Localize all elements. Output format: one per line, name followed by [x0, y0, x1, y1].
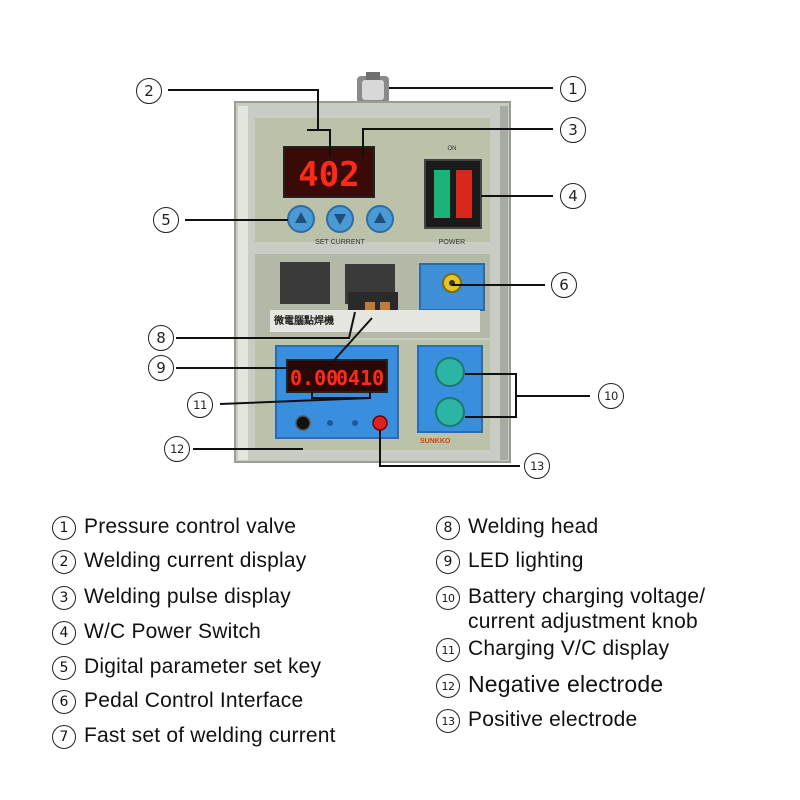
power-switch[interactable]: ON POWER — [424, 146, 482, 246]
digital-set-keys: SET CURRENT — [287, 205, 394, 246]
pedal-interface — [419, 263, 485, 311]
legend-item-2: 2 Welding current display — [52, 548, 307, 574]
callout-1: 1 — [560, 76, 586, 102]
legend-text: Welding pulse display — [84, 585, 291, 608]
legend-num: 5 — [52, 656, 76, 680]
current-adjust-knob[interactable] — [435, 397, 465, 427]
leader-lines — [168, 87, 590, 467]
voltage-adjust-knob[interactable] — [435, 357, 465, 387]
legend-text: Positive electrode — [468, 708, 638, 731]
legend-text: Pressure control valve — [84, 515, 297, 538]
legend-item-8: 8 Welding head — [436, 514, 598, 540]
legend-item-9: 9 LED lighting — [436, 548, 584, 574]
legend-text: Battery charging voltage/ current adjust… — [468, 585, 706, 633]
legend-num: 10 — [436, 586, 460, 610]
legend-item-5: 5 Digital parameter set key — [52, 654, 321, 680]
legend-num: 3 — [52, 586, 76, 610]
legend-text: Digital parameter set key — [84, 655, 322, 678]
welding-current-display: 402 — [283, 146, 375, 198]
legend-text: Welding current display — [84, 549, 307, 572]
legend-item-4: 4 W/C Power Switch — [52, 619, 261, 645]
legend-num: 11 — [436, 638, 460, 662]
legend-item-10: 10 Battery charging voltage/ current adj… — [436, 584, 768, 634]
callout-4: 4 — [560, 183, 586, 209]
callout-13: 13 — [524, 453, 550, 479]
callout-2: 2 — [136, 78, 162, 104]
pressure-valve — [357, 72, 389, 104]
charging-current-readout: 0410 — [336, 366, 384, 390]
svg-text:SUNKKO: SUNKKO — [420, 438, 451, 445]
legend-num: 12 — [436, 674, 460, 698]
legend-item-1: 1 Pressure control valve — [52, 514, 296, 540]
legend-text: LED lighting — [468, 549, 584, 572]
svg-text:微電腦點焊機: 微電腦點焊機 — [273, 314, 334, 327]
spot-welder-illustration: 402 SET CURRENT ON POWER 微電腦點焊機 0.0 — [168, 72, 590, 467]
legend-text: Fast set of welding current — [84, 724, 336, 747]
legend-text: Pedal Control Interface — [84, 689, 304, 712]
charging-voltage-readout: 0.00 — [290, 366, 338, 390]
legend-text: Charging V/C display — [468, 637, 670, 660]
legend-num: 1 — [52, 516, 76, 540]
charging-panel: 0.00 0410 — [275, 345, 399, 439]
legend-item-11: 11 Charging V/C display — [436, 636, 669, 662]
welding-head-assembly: 微電腦點焊機 — [270, 262, 480, 332]
legend-item-13: 13 Positive electrode — [436, 707, 637, 733]
callout-8: 8 — [148, 325, 174, 351]
callout-11: 11 — [187, 392, 213, 418]
legend-num: 7 — [52, 725, 76, 749]
callout-5: 5 — [153, 207, 179, 233]
legend-text: Negative electrode — [468, 671, 664, 697]
legend-text: W/C Power Switch — [84, 620, 262, 643]
callout-12: 12 — [164, 436, 190, 462]
legend-item-12: 12 Negative electrode — [436, 672, 663, 698]
on-label: ON — [448, 146, 457, 152]
legend-item-3: 3 Welding pulse display — [52, 584, 291, 610]
callout-10: 10 — [598, 383, 624, 409]
knob-panel — [417, 345, 483, 433]
welding-current-readout: 402 — [298, 155, 359, 195]
callout-9: 9 — [148, 355, 174, 381]
legend-num: 13 — [436, 709, 460, 733]
legend-text: Welding head — [468, 515, 599, 538]
legend-num: 8 — [436, 516, 460, 540]
legend-num: 9 — [436, 550, 460, 574]
legend-item-7: 7 Fast set of welding current — [52, 723, 336, 749]
callout-3: 3 — [560, 117, 586, 143]
positive-terminal[interactable] — [372, 415, 388, 431]
callout-6: 6 — [551, 272, 577, 298]
power-label: POWER — [439, 239, 465, 246]
set-current-label: SET CURRENT — [315, 239, 365, 246]
legend-num: 6 — [52, 690, 76, 714]
legend-num: 2 — [52, 550, 76, 574]
legend-item-6: 6 Pedal Control Interface — [52, 688, 303, 714]
negative-terminal[interactable] — [295, 415, 311, 431]
legend-num: 4 — [52, 621, 76, 645]
